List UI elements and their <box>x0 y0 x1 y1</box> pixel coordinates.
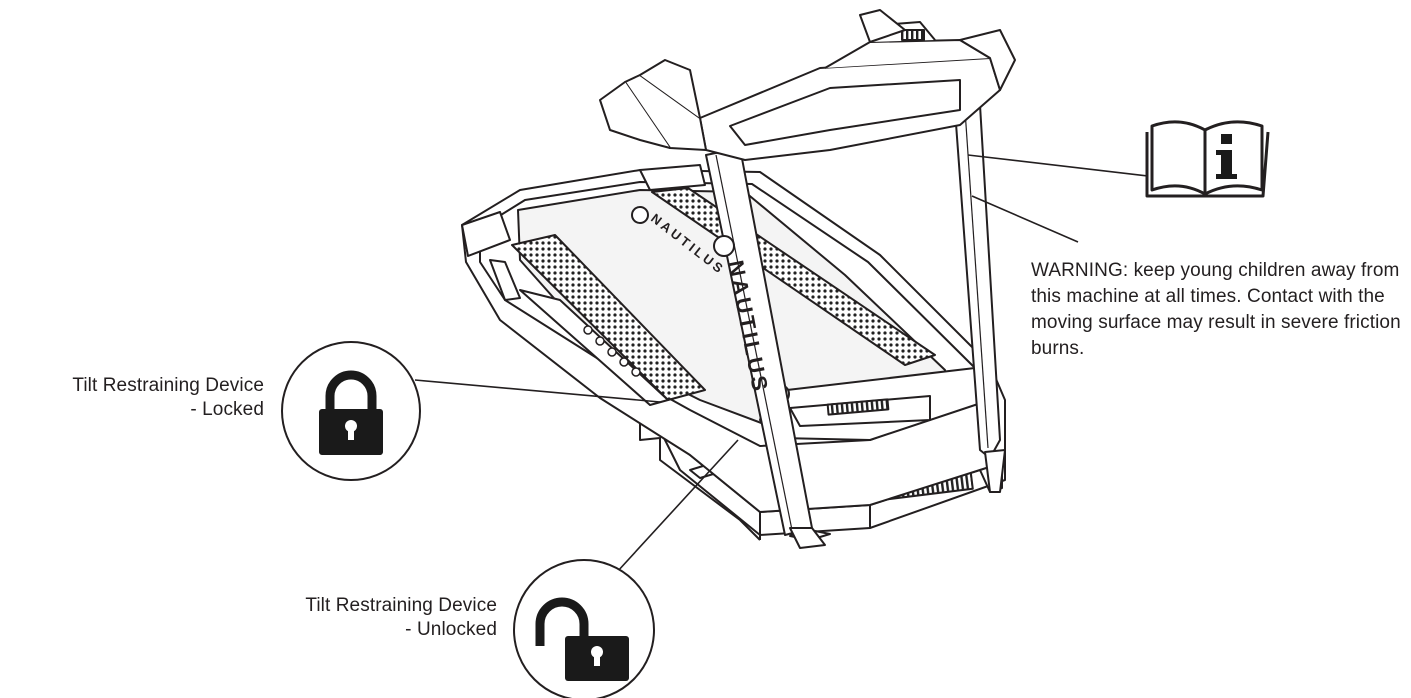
treadmill-deck: NAUTILUS <box>461 164 1006 513</box>
unlocked-callout-line2: - Unlocked <box>405 619 497 640</box>
treadmill: NAUTILUS NAUTILUS <box>461 9 1016 549</box>
treadmill-console: NAUTILUS <box>599 9 1016 536</box>
locked-callout-line1: Tilt Restraining Device <box>72 375 264 396</box>
locked-callout-line2: - Locked <box>190 399 264 420</box>
leader-warning <box>971 195 1079 243</box>
leader-unlocked <box>616 439 739 573</box>
padlock-locked-icon <box>281 341 421 481</box>
callout-lines <box>414 154 1149 573</box>
unlocked-callout-line1: Tilt Restraining Device <box>305 595 497 616</box>
locked-callout-label: Tilt Restraining Device - Locked <box>4 374 264 422</box>
manual-info-book-icon <box>1145 120 1270 198</box>
leader-locked <box>414 379 661 403</box>
warning-callout-text: WARNING: keep young children away from t… <box>1031 260 1401 359</box>
leader-manual <box>967 154 1149 177</box>
unlocked-callout-label: Tilt Restraining Device - Unlocked <box>237 594 497 642</box>
padlock-unlocked-icon <box>513 559 655 698</box>
